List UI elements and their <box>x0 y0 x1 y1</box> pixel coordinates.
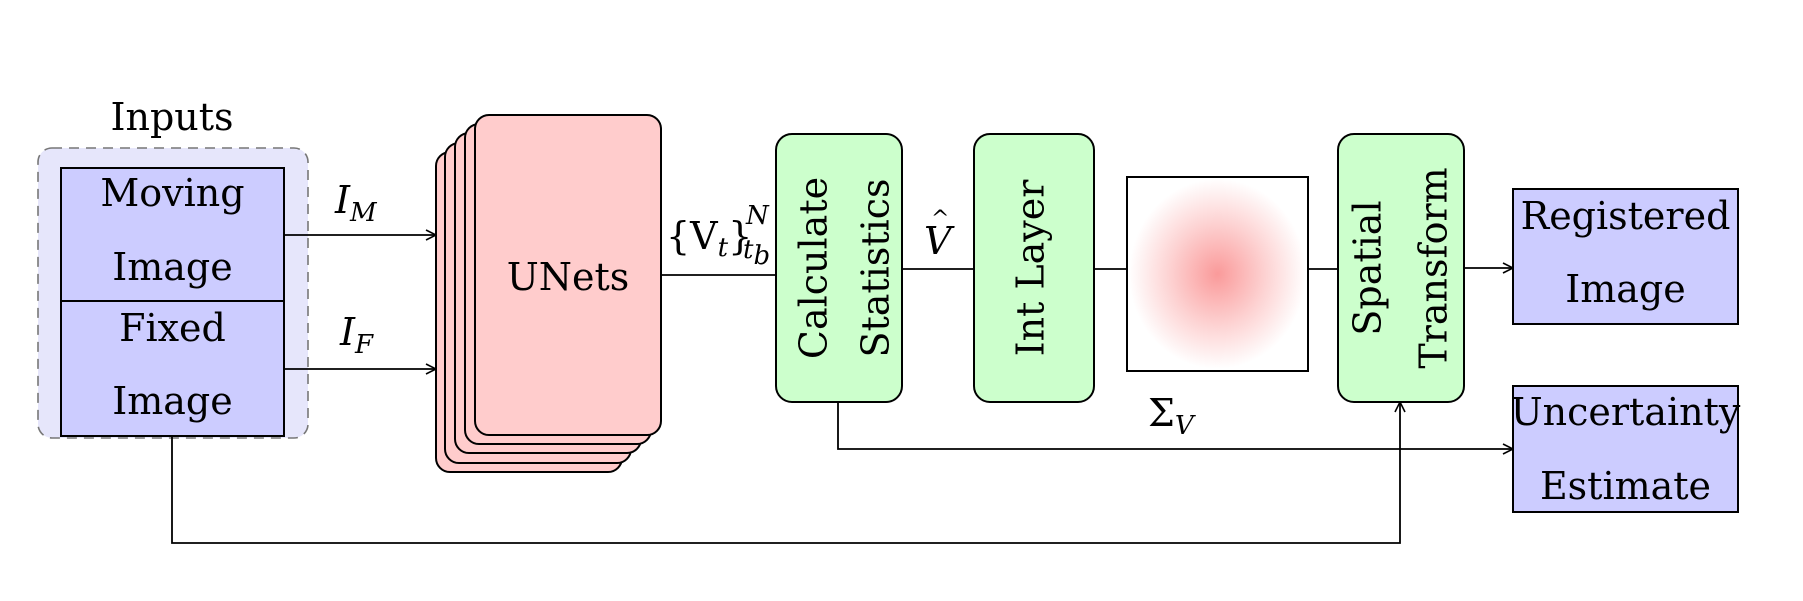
uncertainty-estimate-node: Uncertainty Estimate <box>1511 385 1741 513</box>
unets-stack: UNets <box>435 114 662 473</box>
int-layer-label: Int Layer <box>1009 179 1053 357</box>
registered-label-line1: Registered <box>1521 194 1731 238</box>
fixed-image-node: Fixed Image <box>60 300 285 437</box>
fixed-image-symbol: IF <box>339 310 374 360</box>
gaussian-noise-box <box>1126 176 1309 372</box>
spatial-label-line1: Spatial <box>1346 200 1390 335</box>
samples-subscript: tb <box>743 235 770 271</box>
unets-label: UNets <box>507 255 630 299</box>
calc-label-line1: Calculate <box>792 177 836 359</box>
uncertainty-label-line1: Uncertainty <box>1511 390 1741 434</box>
mean-velocity-symbol: V <box>924 219 955 263</box>
int-layer-node: Int Layer <box>973 133 1095 403</box>
moving-image-label-line2: Image <box>112 245 233 289</box>
samples-superscript: N <box>745 201 770 231</box>
spatial-label-line2: Transform <box>1412 167 1456 368</box>
mean-velocity-hat: ^ <box>931 207 949 232</box>
calc-label-line2: Statistics <box>854 178 898 357</box>
moving-image-symbol: IM <box>334 178 378 228</box>
registered-image-node: Registered Image <box>1512 188 1739 325</box>
calculate-statistics-node: Calculate Statistics <box>775 133 903 403</box>
moving-image-node: Moving Image <box>60 167 285 302</box>
inputs-group-title: Inputs <box>110 95 233 139</box>
velocity-samples-symbol: {Vt} <box>666 214 752 263</box>
covariance-symbol: ΣV <box>1148 391 1196 441</box>
registered-label-line2: Image <box>1565 267 1686 311</box>
fixed-image-label-line2: Image <box>112 379 233 423</box>
gaussian-blob <box>1129 179 1306 369</box>
moving-image-label-line1: Moving <box>100 171 244 215</box>
uncertainty-label-line2: Estimate <box>1540 464 1711 508</box>
fixed-image-label-line1: Fixed <box>119 306 226 350</box>
calc-to-uncertainty-arrow <box>837 402 1513 449</box>
spatial-transform-node: Spatial Transform <box>1337 133 1465 403</box>
moving-to-spatial-arrow <box>171 402 1400 544</box>
